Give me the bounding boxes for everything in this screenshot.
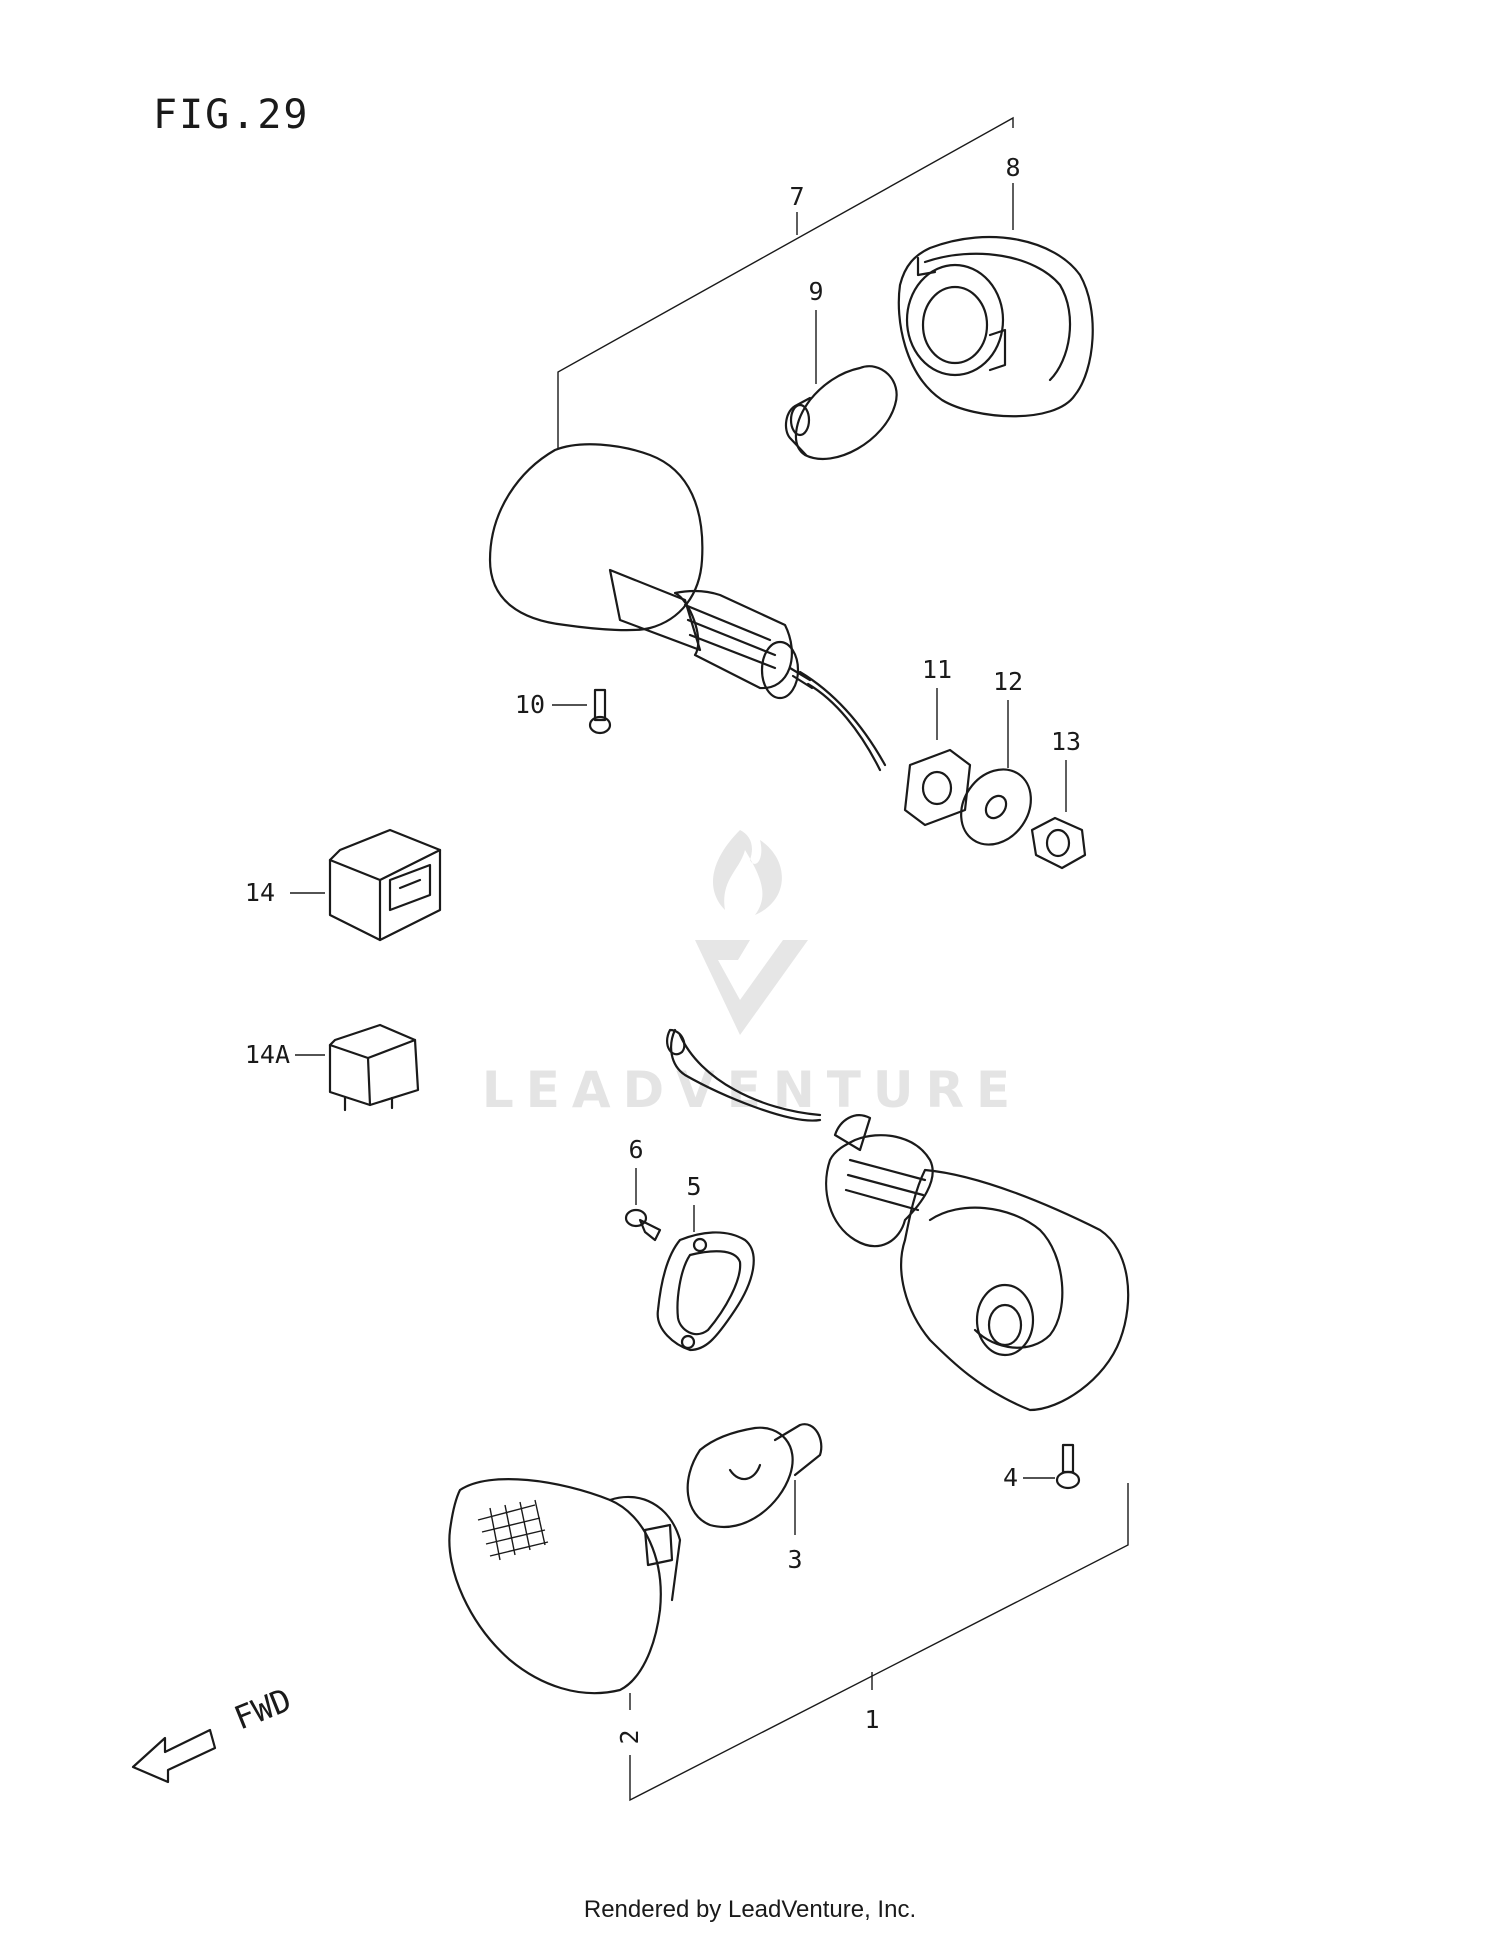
- part-6-screw: [624, 1208, 662, 1242]
- callout-14a: 14A: [245, 1040, 290, 1069]
- callout-2: 2: [615, 1729, 644, 1744]
- part-9-bulb: [784, 365, 898, 461]
- part-14a-relay: [328, 1023, 420, 1112]
- callout-12: 12: [993, 667, 1023, 696]
- footer-credit: Rendered by LeadVenture, Inc.: [583, 1896, 917, 1923]
- part-5-gasket: [656, 1231, 755, 1352]
- part-8-lens: [897, 235, 1094, 418]
- part-2-lens: [448, 1477, 682, 1695]
- watermark-v-icon: [695, 940, 808, 1035]
- callout-6: 6: [628, 1135, 643, 1164]
- part-3-bulb: [686, 1423, 823, 1528]
- part-14-relay: [328, 828, 442, 942]
- callout-1: 1: [864, 1705, 879, 1734]
- callout-11: 11: [922, 655, 952, 684]
- assembly-7-bracket: [557, 116, 1014, 448]
- fwd-indicator: FWD: [131, 1681, 297, 1784]
- callout-7: 7: [789, 182, 804, 211]
- callout-4: 4: [1003, 1463, 1018, 1492]
- assembly-1-bracket: [629, 1483, 1129, 1802]
- part-13-nut: [1030, 816, 1087, 870]
- figure-title: FIG.29: [153, 92, 310, 138]
- part-10-screw: [588, 688, 612, 735]
- part-4-screw: [1055, 1443, 1081, 1490]
- part-1-turn-signal-lower: [666, 1028, 1130, 1412]
- callout-14: 14: [245, 878, 275, 907]
- callout-5: 5: [686, 1172, 701, 1201]
- callout-3: 3: [787, 1545, 802, 1574]
- callout-13: 13: [1051, 727, 1081, 756]
- watermark-flame-icon: [713, 830, 782, 915]
- watermark-text: LEADVENTURE: [482, 1061, 1022, 1119]
- part-12-washer: [960, 768, 1032, 846]
- fwd-arrow-icon: [131, 1728, 217, 1784]
- fwd-label: FWD: [229, 1681, 297, 1738]
- callout-8: 8: [1005, 153, 1020, 182]
- watermark: LEADVENTURE: [482, 830, 1022, 1119]
- part-11-nut: [903, 748, 972, 827]
- callout-10: 10: [515, 690, 545, 719]
- part-7-turn-signal-upper: [488, 443, 887, 772]
- callout-9: 9: [808, 277, 823, 306]
